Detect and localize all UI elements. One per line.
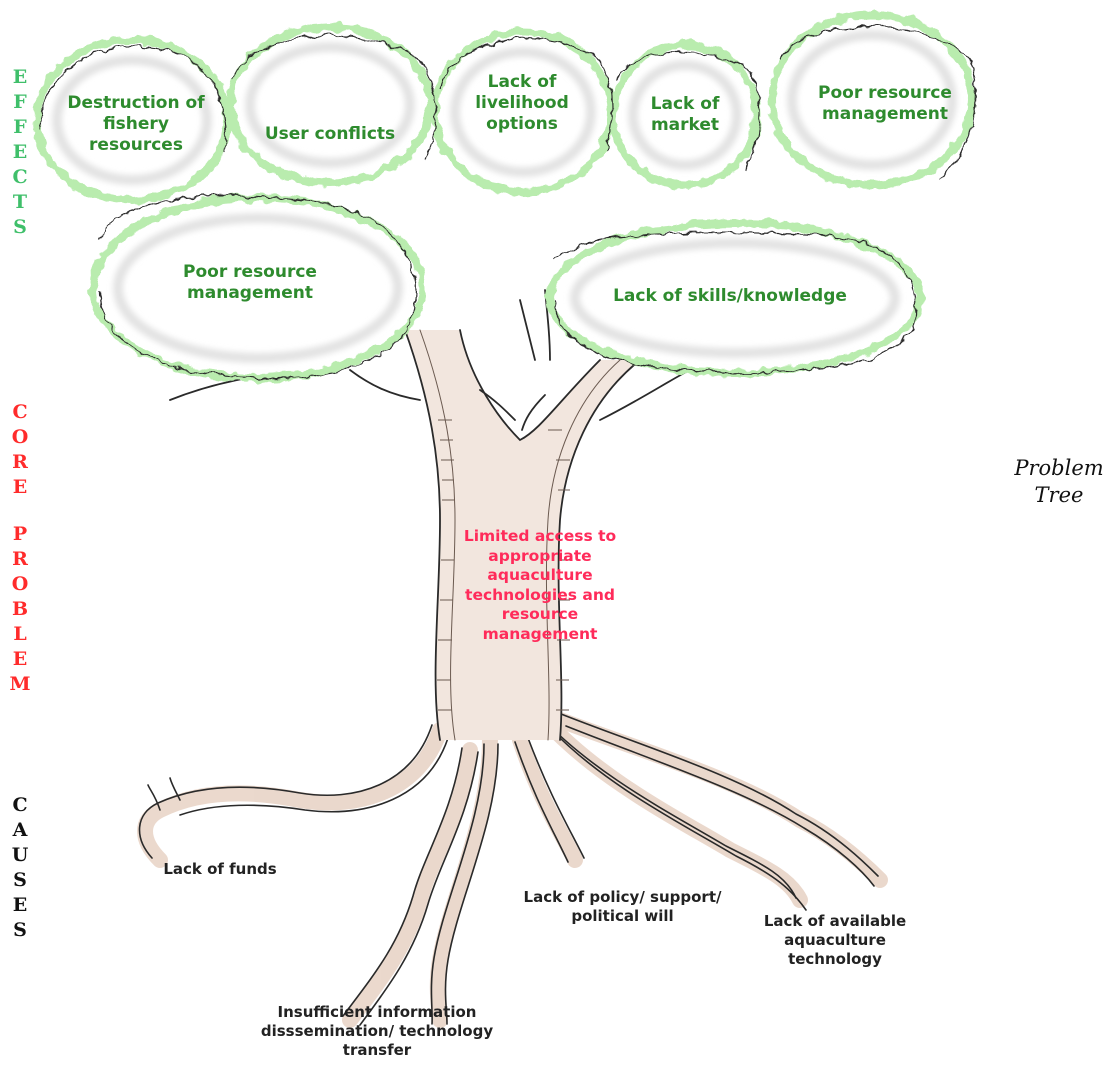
effect-poor-resource-management-top: Poor resource management <box>818 83 952 124</box>
side-label-letter: B <box>11 598 29 620</box>
effect-user-conflicts: User conflicts <box>264 124 396 144</box>
roots <box>137 711 888 1028</box>
effect-destruction-of-fishery-resources: Destruction of fishery resources <box>67 93 205 155</box>
side-label-letter: E <box>12 476 28 498</box>
side-label-letter: M <box>9 673 31 695</box>
side-label-letter: C <box>12 794 28 816</box>
side-label-letter: F <box>13 91 27 113</box>
side-label-letter: R <box>12 548 28 570</box>
effect-lack-of-market: Lack of market <box>650 94 720 135</box>
side-label-letter: F <box>13 116 27 138</box>
side-label-letter: C <box>12 166 28 188</box>
side-label-letter: S <box>13 919 27 941</box>
side-label-letter: O <box>11 426 29 448</box>
side-label-letter: S <box>13 869 27 891</box>
cause-lack-of-technology: Lack of available aquaculture technology <box>763 912 907 968</box>
side-label-letter: T <box>12 191 28 213</box>
side-label-letter: C <box>12 401 28 423</box>
side-label-letter: R <box>12 451 28 473</box>
side-label-letter: P <box>12 523 28 545</box>
side-label-letter: S <box>13 216 27 238</box>
diagram-title-line: Tree <box>1034 483 1084 507</box>
side-label-letter: E <box>12 894 28 916</box>
side-label-letter: E <box>12 141 28 163</box>
side-label-gap <box>0 500 40 522</box>
cause-insufficient-information: Insufficient information disssemination/… <box>260 1003 494 1059</box>
side-label-letter: U <box>11 844 29 866</box>
core-problem-text: Limited access to appropriate aquacultur… <box>463 527 617 643</box>
cause-lack-of-policy: Lack of policy/ support/ political will <box>523 888 722 925</box>
side-label-letter: E <box>12 66 28 88</box>
side-label-letter: L <box>13 623 27 645</box>
trunk <box>169 289 691 741</box>
effect-lack-of-livelihood-options: Lack of livelihood options <box>475 72 569 134</box>
effect-lack-of-skills-knowledge: Lack of skills/knowledge <box>613 286 847 306</box>
side-label-letter: O <box>11 573 29 595</box>
cause-lack-of-funds: Lack of funds <box>163 860 277 878</box>
canopy <box>33 11 977 382</box>
effect-poor-resource-management-lower: Poor resource management <box>183 262 317 303</box>
side-label-letter: A <box>12 819 28 841</box>
diagram-title-line: Problem <box>1014 456 1104 480</box>
side-label-letter: E <box>12 648 28 670</box>
